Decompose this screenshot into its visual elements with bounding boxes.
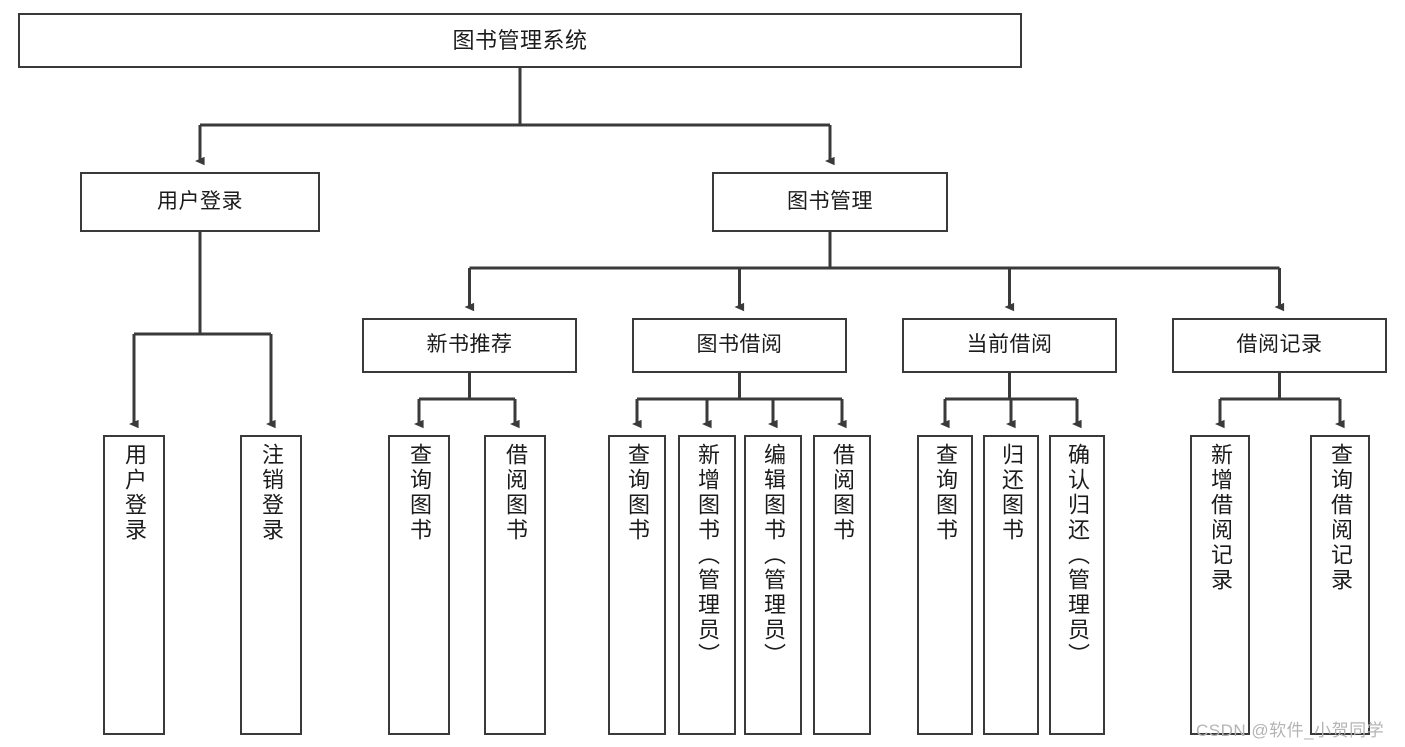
node-label: 归还图书 [999, 443, 1024, 543]
node-new-book-recommendation[interactable]: 新书推荐 [362, 318, 577, 373]
node-label: 当前借阅 [966, 333, 1053, 357]
node-leaf-query-books-current[interactable]: 查询图书 [917, 435, 973, 735]
node-label: 编辑图书（管理员） [761, 443, 786, 668]
node-leaf-borrow-books[interactable]: 借阅图书 [813, 435, 871, 735]
node-label: 借阅图书 [830, 443, 855, 543]
node-leaf-borrow-books-recommendation[interactable]: 借阅图书 [484, 435, 546, 735]
node-leaf-add-book-admin[interactable]: 新增图书（管理员） [678, 435, 736, 735]
node-label: 查询图书 [625, 443, 650, 543]
node-leaf-query-books-recommendation[interactable]: 查询图书 [388, 435, 450, 735]
node-label: 注销登录 [259, 443, 284, 543]
node-current-borrowing[interactable]: 当前借阅 [902, 318, 1117, 373]
csdn-watermark: CSDN @软件_小贺同学 [1196, 721, 1385, 740]
node-leaf-confirm-return-admin[interactable]: 确认归还（管理员） [1049, 435, 1105, 735]
node-label: 图书管理 [787, 189, 873, 213]
node-label: 用户登录 [157, 189, 243, 213]
node-label: 借阅图书 [503, 443, 528, 543]
node-label: 查询图书 [933, 443, 958, 543]
node-label: 图书管理系统 [452, 27, 588, 53]
node-leaf-query-borrow-record[interactable]: 查询借阅记录 [1310, 435, 1370, 735]
node-label: 查询图书 [407, 443, 432, 543]
node-label: 新书推荐 [426, 333, 513, 357]
node-user-login[interactable]: 用户登录 [80, 172, 320, 232]
node-borrowing-records[interactable]: 借阅记录 [1172, 318, 1387, 373]
node-leaf-edit-book-admin[interactable]: 编辑图书（管理员） [744, 435, 802, 735]
node-leaf-return-books[interactable]: 归还图书 [983, 435, 1039, 735]
node-label: 查询借阅记录 [1328, 443, 1353, 593]
node-label: 借阅记录 [1236, 333, 1323, 357]
node-leaf-query-books-borrowing[interactable]: 查询图书 [608, 435, 666, 735]
node-label: 用户登录 [122, 443, 147, 543]
node-book-management[interactable]: 图书管理 [712, 172, 948, 232]
node-label: 确认归还（管理员） [1065, 443, 1090, 668]
node-leaf-user-login[interactable]: 用户登录 [103, 435, 165, 735]
node-leaf-logout[interactable]: 注销登录 [240, 435, 302, 735]
node-label: 图书借阅 [696, 333, 783, 357]
node-leaf-add-borrow-record[interactable]: 新增借阅记录 [1190, 435, 1250, 735]
node-book-borrowing[interactable]: 图书借阅 [632, 318, 847, 373]
node-root-book-management-system[interactable]: 图书管理系统 [18, 13, 1022, 68]
node-label: 新增图书（管理员） [695, 443, 720, 668]
node-label: 新增借阅记录 [1208, 443, 1233, 593]
